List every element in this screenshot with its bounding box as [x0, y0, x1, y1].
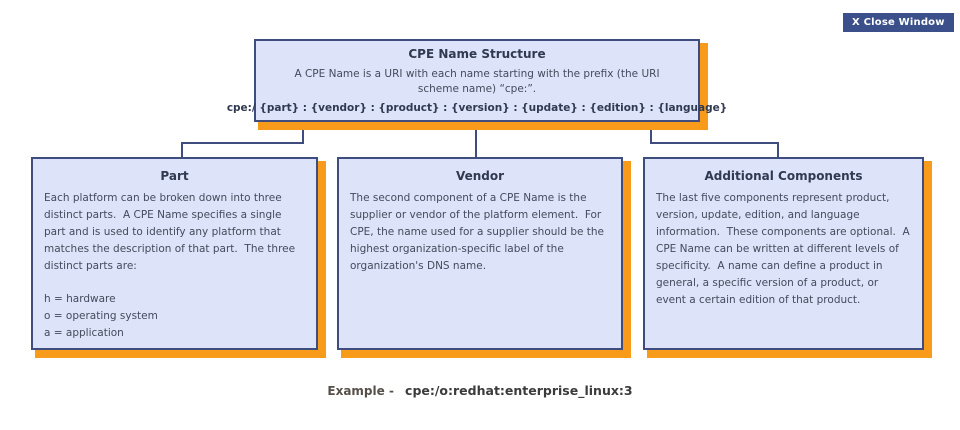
part-box: Part Each platform can be broken down in…: [31, 157, 318, 350]
part-value-os: o = operating system: [44, 310, 158, 322]
root-box-title: CPE Name Structure: [408, 47, 546, 61]
part-values-list: h = hardware o = operating system a = ap…: [44, 291, 305, 342]
cpe-uri-formula: cpe:/ {part} : {vendor} : {product} : {v…: [226, 102, 728, 114]
vendor-box: Vendor The second component of a CPE Nam…: [337, 157, 623, 350]
connector-line-right-elbow: [650, 142, 779, 144]
cpe-name-structure-box: CPE Name Structure A CPE Name is a URI w…: [227, 39, 727, 122]
example-label: Example -: [327, 384, 394, 398]
example-caption: Example - cpe:/o:redhat:enterprise_linux…: [0, 380, 960, 399]
part-box-title: Part: [160, 169, 189, 183]
connector-line-right-stub: [777, 142, 779, 158]
root-box-description: A CPE Name is a URI with each name start…: [294, 67, 660, 95]
connector-line-middle: [475, 120, 477, 158]
additional-components-box-paragraph: The last five components represent produ…: [656, 192, 914, 306]
connector-line-left-drop: [302, 120, 304, 144]
part-value-hardware: h = hardware: [44, 293, 116, 305]
connector-line-left-stub: [181, 142, 183, 158]
vendor-box-title: Vendor: [455, 169, 505, 183]
part-box-paragraph: Each platform can be broken down into th…: [44, 192, 299, 272]
connector-line-left-elbow: [181, 142, 304, 144]
additional-components-box-title: Additional Components: [704, 169, 863, 183]
vendor-box-paragraph: The second component of a CPE Name is th…: [350, 192, 608, 272]
example-cpe-string: cpe:/o:redhat:enterprise_linux:3: [405, 383, 633, 398]
additional-components-box: Additional Components The last five comp…: [643, 157, 924, 350]
close-window-button[interactable]: X Close Window: [843, 13, 954, 32]
connector-line-right-drop: [650, 120, 652, 144]
part-value-application: a = application: [44, 327, 124, 339]
